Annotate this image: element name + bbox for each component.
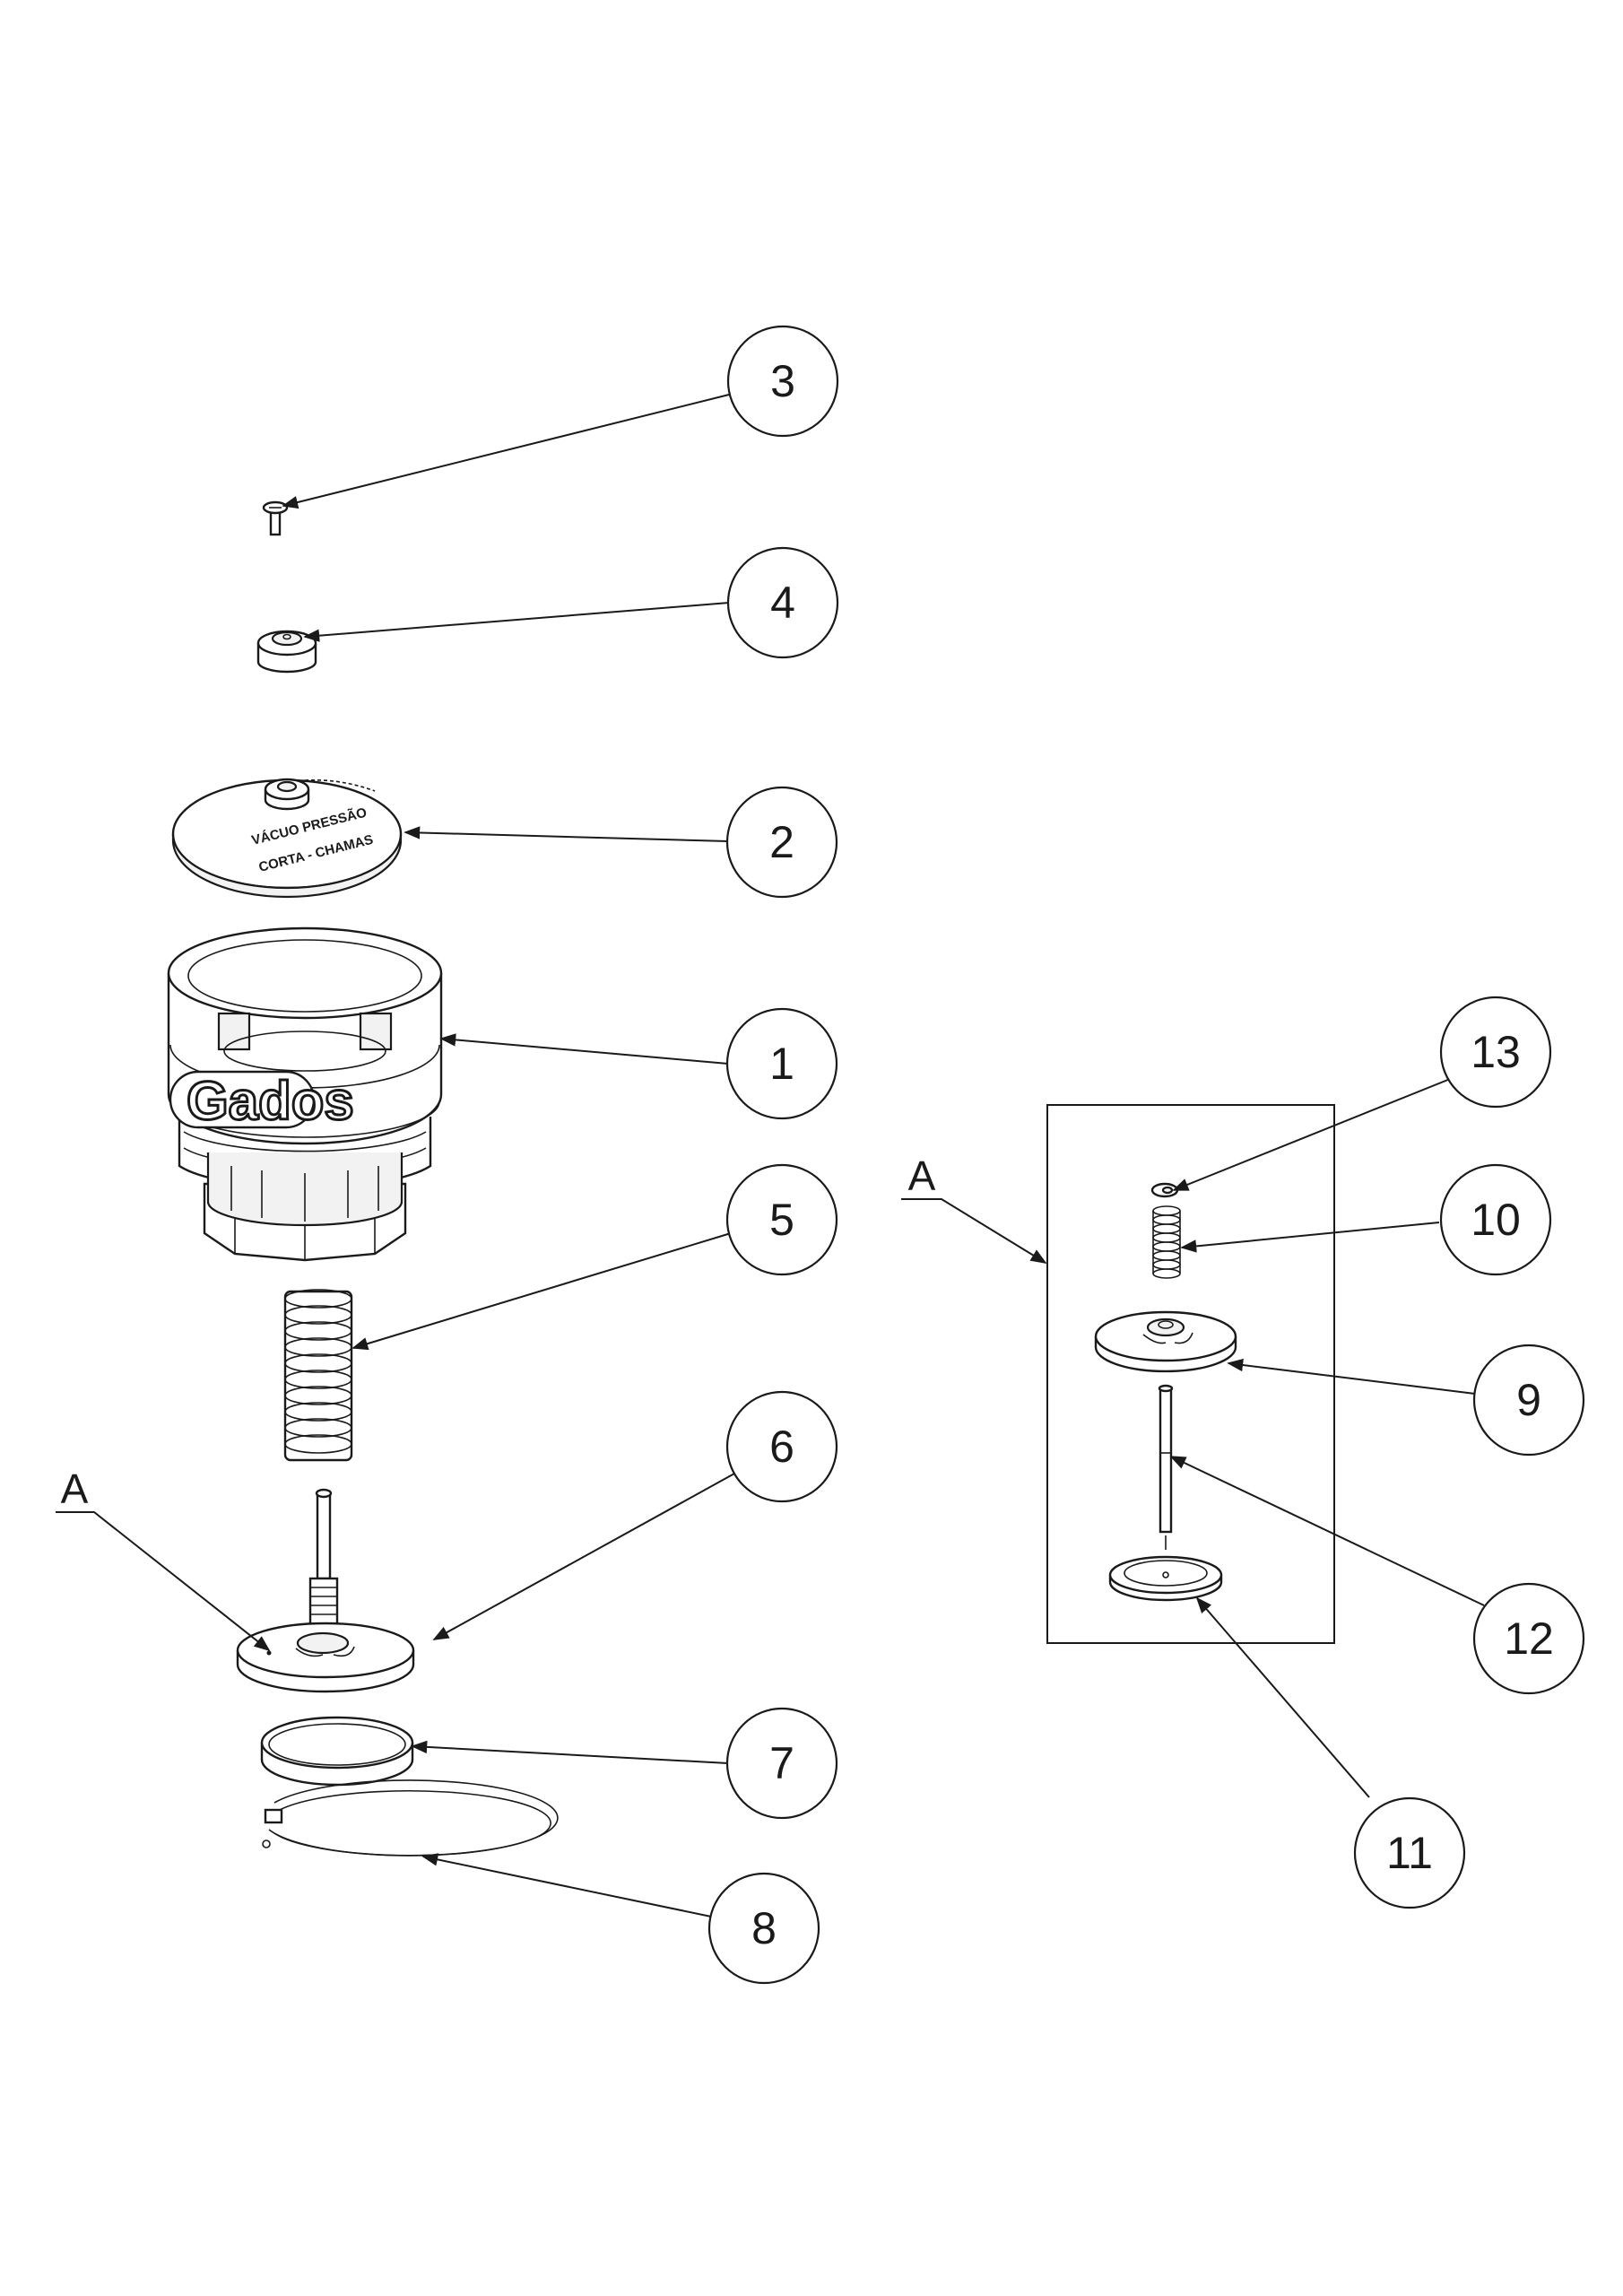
balloon-11: 11 [1353,1796,1466,1909]
leader-6 [432,1473,735,1640]
balloon-4-label: 4 [770,578,795,628]
part-3-screw [262,500,289,536]
leader-view-a-detail [901,1198,1047,1264]
leader-5 [352,1232,732,1351]
part-4-cap-nut [256,630,317,674]
balloon-12-label: 12 [1504,1613,1554,1664]
balloon-11-label: 11 [1386,1828,1433,1878]
part-10-small-spring [1152,1205,1181,1280]
leader-13 [1172,1069,1473,1191]
balloon-7: 7 [725,1707,838,1820]
balloon-6-label: 6 [769,1422,794,1472]
balloon-8: 8 [707,1872,820,1985]
balloon-2-label: 2 [769,817,794,867]
part-9-disc [1094,1310,1237,1373]
balloon-1: 1 [725,1007,838,1120]
part-7-gasket [260,1716,414,1787]
body-brand-text: Gados [187,1071,354,1131]
part-11-washer [1108,1555,1223,1602]
leader-2 [404,826,729,842]
leader-1 [439,1033,729,1065]
balloon-3: 3 [726,325,839,438]
leader-9 [1227,1358,1476,1395]
balloon-4: 4 [726,546,839,659]
balloon-6: 6 [725,1390,838,1503]
view-a-label-main: A [61,1465,89,1512]
part-6-valve-disc [236,1488,415,1693]
part-12-stem [1158,1384,1174,1550]
part-1-main-body: Gados [167,926,443,1262]
leader-7 [411,1740,729,1764]
balloon-5-label: 5 [769,1195,794,1245]
balloon-9-label: 9 [1516,1375,1541,1425]
leader-8 [421,1853,716,1918]
part-5-spring [283,1289,353,1462]
balloon-1-label: 1 [769,1039,794,1089]
leader-view-a-main [56,1511,271,1652]
balloon-2: 2 [725,786,838,899]
leader-11 [1195,1596,1370,1798]
balloon-10: 10 [1439,1163,1552,1276]
part-2-cover-disc: VÁCUO PRESSÃO CORTA - CHAMAS [171,778,403,899]
balloon-13-label: 13 [1471,1027,1521,1077]
part-13-e-clip [1150,1182,1179,1198]
balloon-7-label: 7 [769,1738,794,1788]
balloon-3-label: 3 [770,356,795,406]
leader-12 [1169,1456,1485,1606]
leader-lines [56,394,1485,1918]
part-8-retaining-ring [262,1779,559,1857]
leader-4 [303,602,730,642]
detail-a-frame [1046,1104,1335,1644]
balloon-13: 13 [1439,996,1552,1109]
balloon-10-label: 10 [1471,1195,1521,1245]
balloon-9: 9 [1472,1344,1585,1457]
leader-10 [1180,1222,1440,1253]
leader-3 [282,394,730,509]
balloon-8-label: 8 [751,1903,777,1953]
view-a-label-detail: A [908,1152,936,1199]
balloon-12: 12 [1472,1582,1585,1695]
balloon-5: 5 [725,1163,838,1276]
